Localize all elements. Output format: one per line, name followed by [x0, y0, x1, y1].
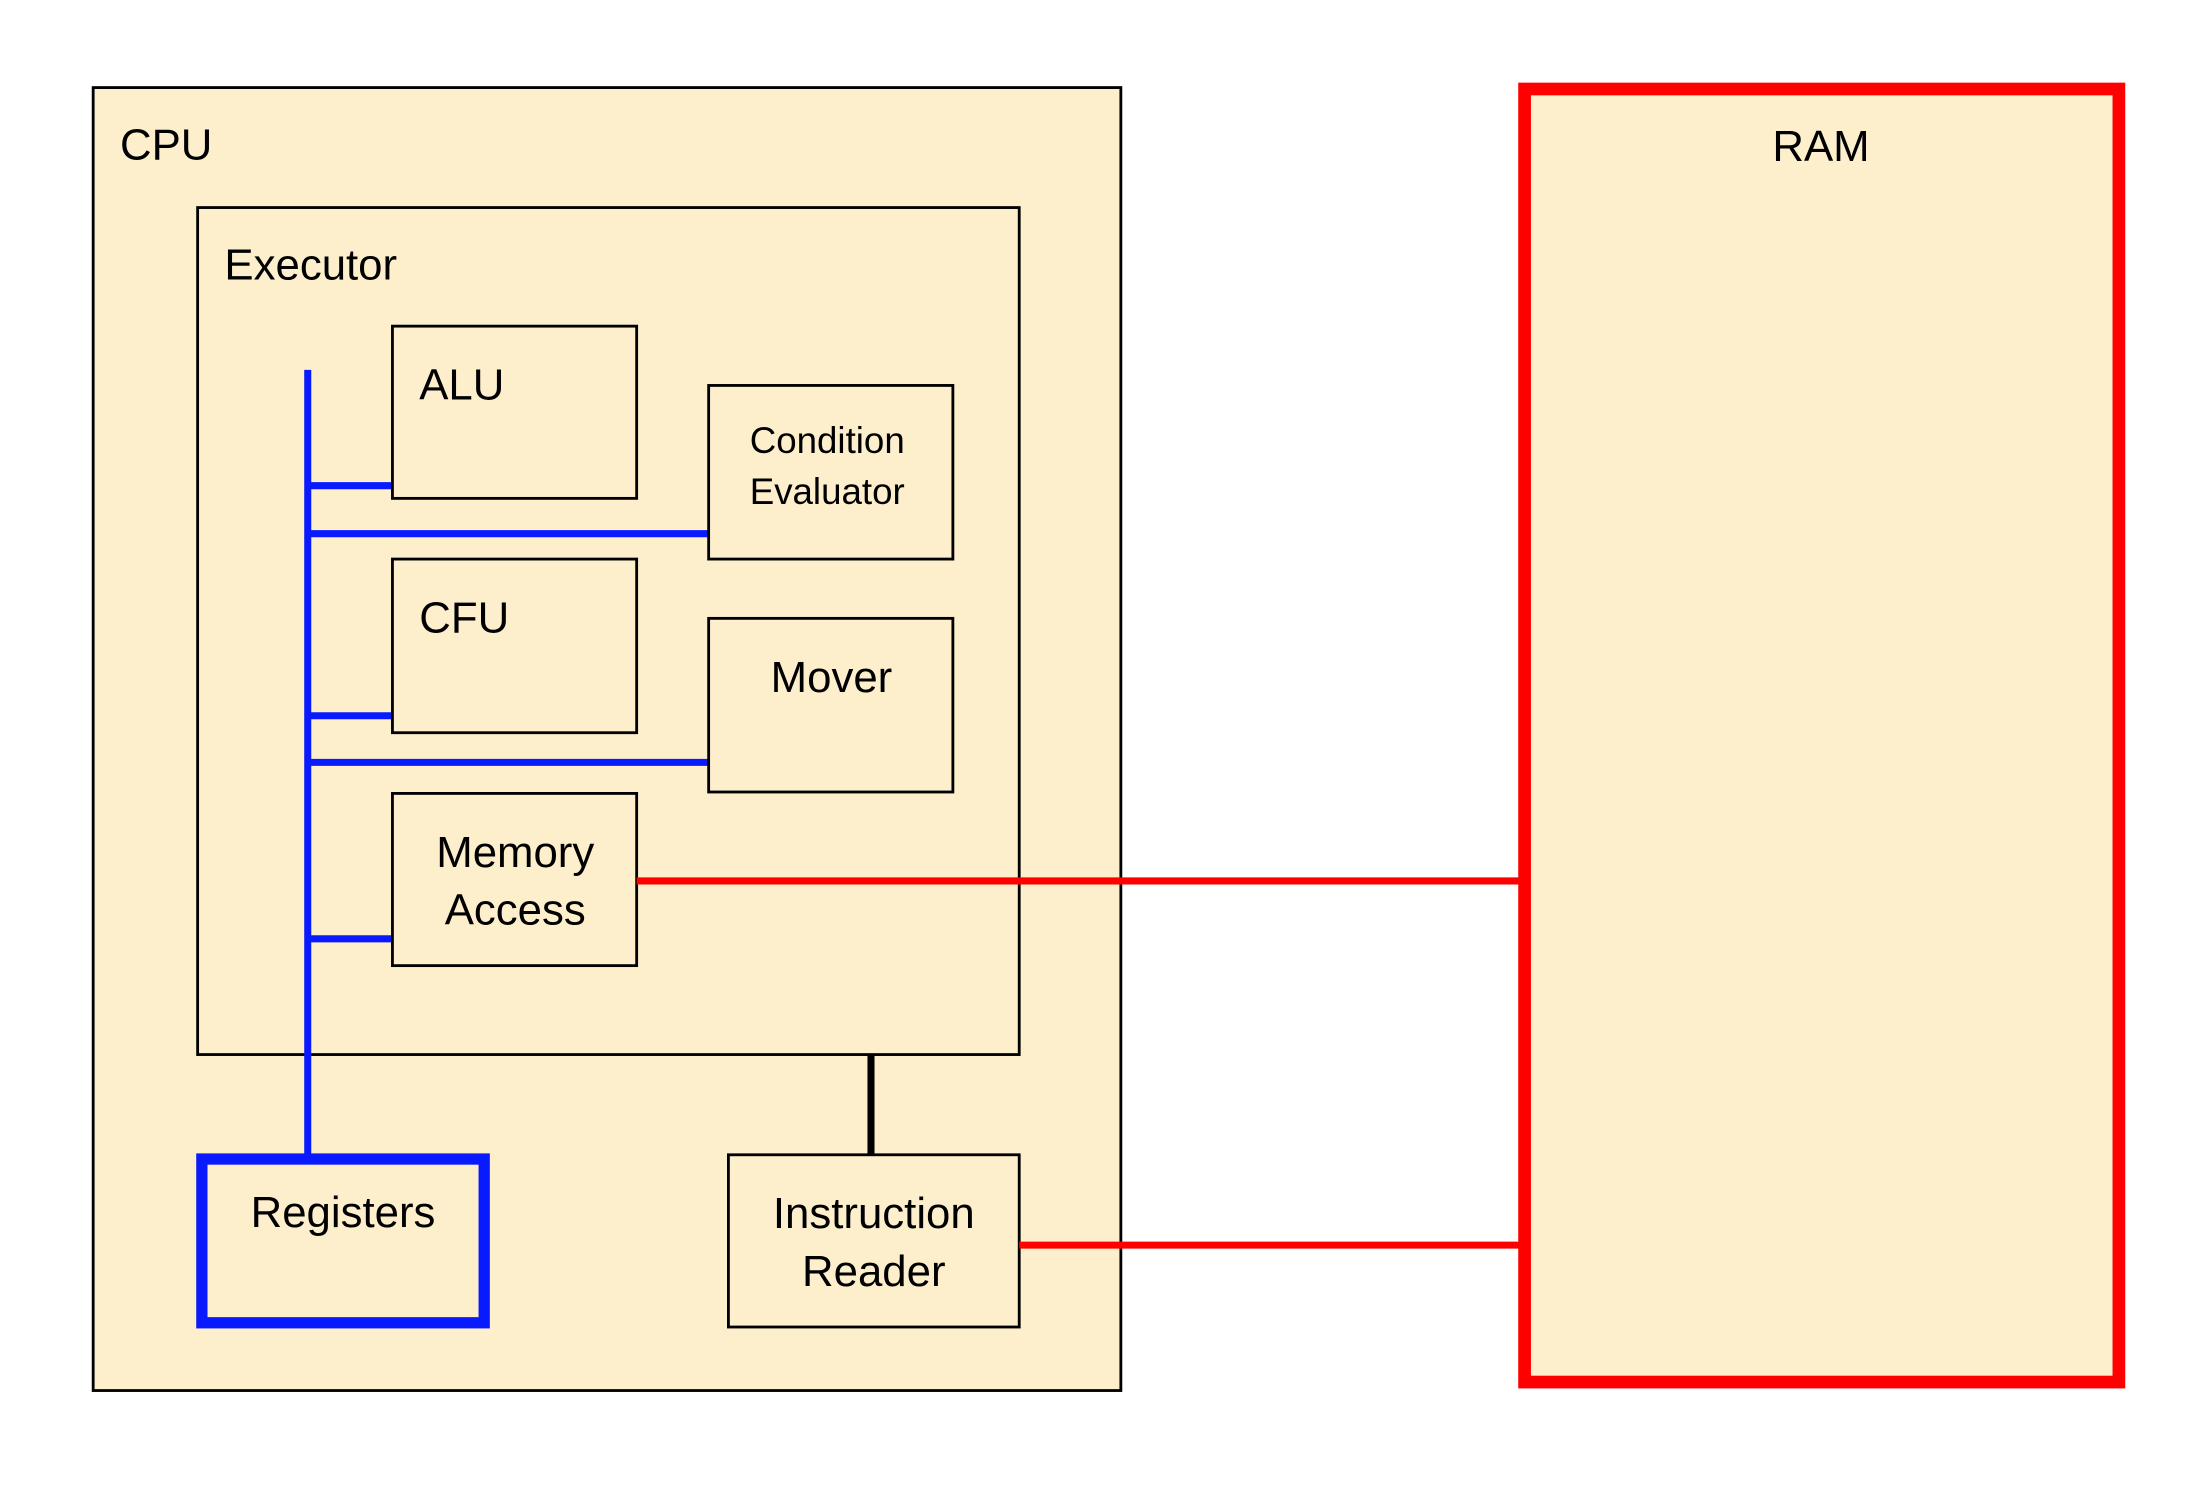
condition-evaluator-block: Condition Evaluator: [707, 384, 955, 561]
memory-access-label-line1: Memory: [436, 828, 594, 877]
condition-evaluator-label-line1: Condition: [750, 420, 905, 461]
memory-bus: [636, 877, 1522, 1249]
condition-evaluator-box: [707, 384, 955, 561]
ram-block: RAM: [1518, 82, 2126, 1389]
registers-box: [196, 1153, 490, 1329]
instruction-reader-box: [727, 1153, 1021, 1329]
executor-label: Executor: [224, 241, 397, 290]
instruction-reader-label-line2: Reader: [802, 1247, 946, 1296]
registers-label: Registers: [251, 1188, 436, 1237]
register-bus: [304, 369, 709, 1158]
alu-block: ALU: [391, 324, 639, 500]
condition-evaluator-label-line2: Evaluator: [750, 471, 905, 512]
mover-block: Mover: [707, 616, 955, 794]
instruction-reader-block: Instruction Reader: [727, 1153, 1021, 1329]
cfu-box: [391, 557, 639, 735]
alu-box: [391, 324, 639, 500]
memory-access-label-line2: Access: [445, 886, 586, 935]
instruction-reader-label-line1: Instruction: [773, 1189, 975, 1238]
cfu-block: CFU: [391, 557, 639, 735]
memory-access-block: Memory Access: [391, 791, 639, 968]
mover-box: [707, 616, 955, 794]
ram-box: [1518, 82, 2126, 1389]
registers-block: Registers: [196, 1153, 490, 1329]
ram-label: RAM: [1772, 122, 1869, 171]
memory-access-box: [391, 791, 639, 968]
alu-label: ALU: [419, 361, 504, 410]
cfu-label: CFU: [419, 593, 509, 642]
mover-label: Mover: [771, 653, 893, 702]
cpu-label: CPU: [120, 121, 212, 170]
